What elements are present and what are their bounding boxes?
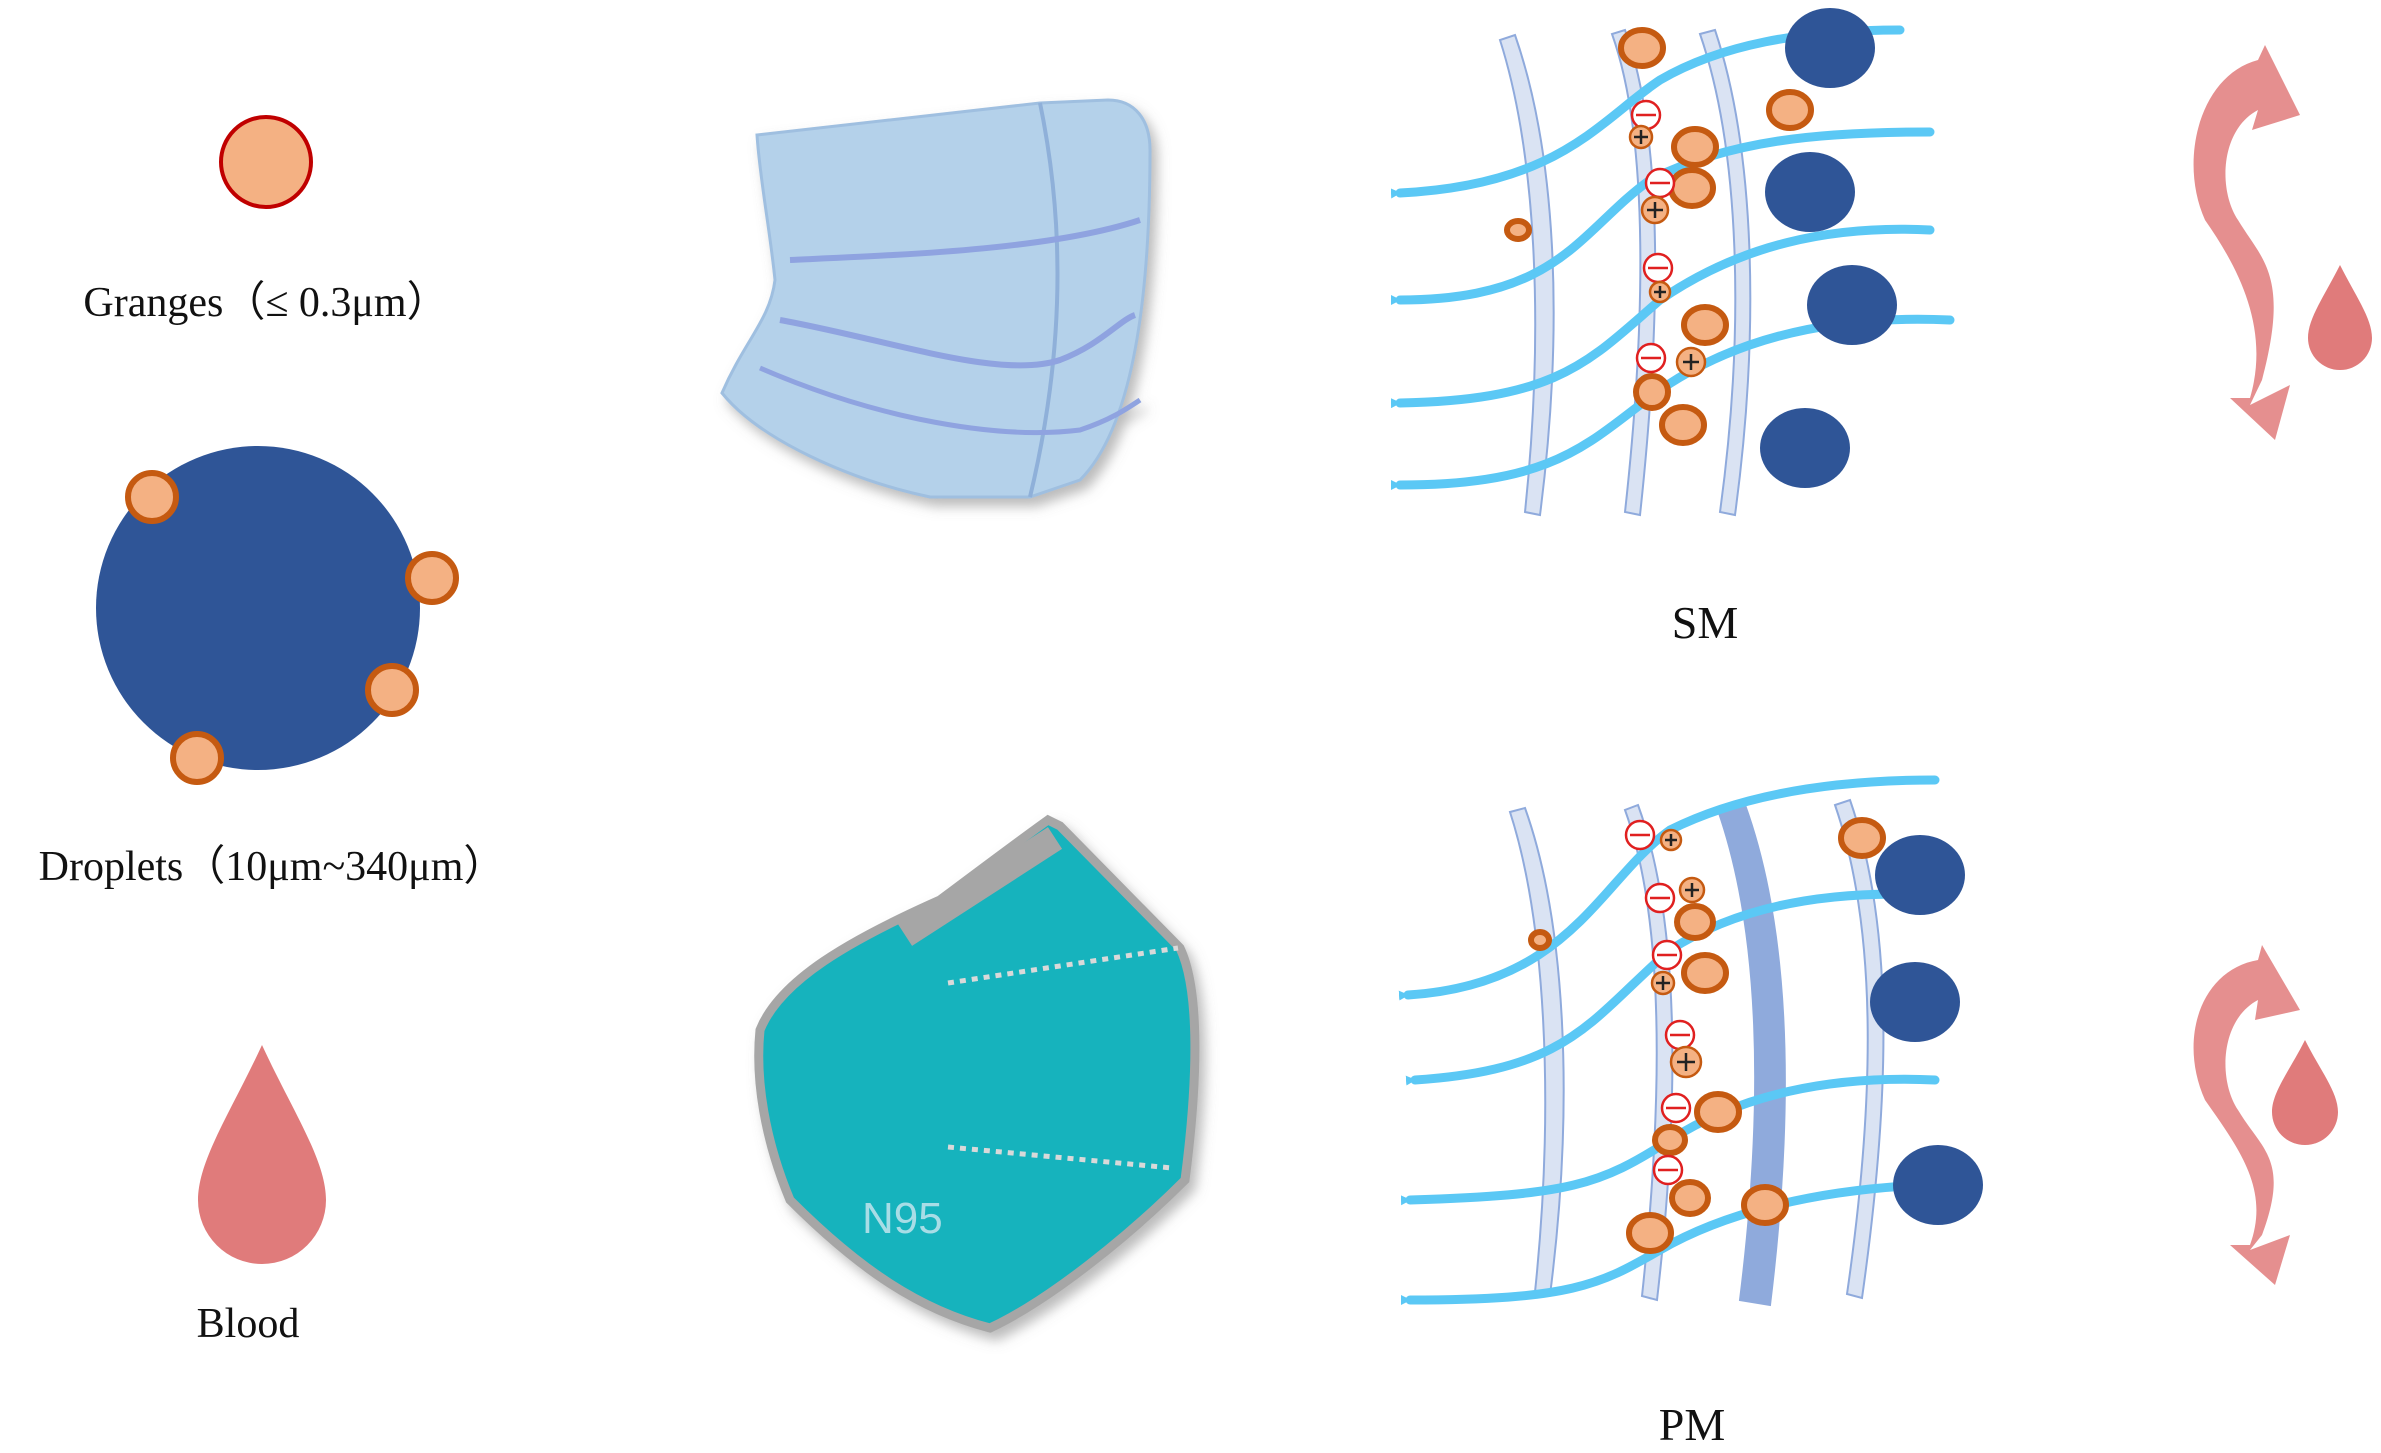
positive-charge-icon (1648, 280, 1672, 304)
granule (1741, 1184, 1789, 1226)
granule (1681, 952, 1729, 994)
droplet-legend-icon (96, 446, 459, 785)
surgical-mask-icon (720, 98, 1152, 499)
sm-filtration-diagram: SM (1390, 8, 1955, 648)
granule (1694, 1091, 1742, 1133)
granule (1528, 929, 1552, 951)
granges-label: Granges（≤ 0.3μm） (83, 280, 448, 326)
granule (1669, 1179, 1711, 1217)
granule (1618, 27, 1666, 69)
positive-charge-icon (1650, 970, 1676, 996)
positive-charge-icon (1628, 124, 1654, 150)
droplet (1785, 8, 1875, 88)
curved-arrow-icon (2193, 945, 2300, 1285)
granule (1668, 167, 1716, 209)
droplet (1875, 835, 1965, 915)
positive-charge-icon (1640, 195, 1670, 225)
granule (1674, 903, 1716, 941)
pm-label: PM (1659, 1399, 1725, 1450)
fiber-layer (1833, 798, 1885, 1300)
droplet (1870, 962, 1960, 1042)
n95-mask-icon: N95 (754, 814, 1200, 1333)
droplet (1765, 152, 1855, 232)
positive-charge-icon (1669, 1045, 1703, 1079)
negative-charge-icon (1630, 99, 1662, 131)
granule (1838, 817, 1886, 859)
airflow-arrow (1390, 314, 1955, 491)
negative-charge-icon (1642, 252, 1674, 284)
n95-imprint: N95 (862, 1194, 943, 1243)
curved-arrow-icon (2193, 45, 2300, 440)
granule (1766, 89, 1814, 131)
blood-drop-icon (198, 1045, 326, 1264)
blood-drop-icon (2272, 1040, 2338, 1145)
pm-filtration-diagram: PM (1398, 775, 1983, 1450)
positive-charge-icon (1675, 346, 1707, 378)
granule (1659, 404, 1707, 446)
droplet (1760, 408, 1850, 488)
droplet (1893, 1145, 1983, 1225)
negative-charge-icon (1624, 819, 1656, 851)
negative-charge-icon (1664, 1019, 1696, 1051)
granule-legend-icon (219, 115, 313, 209)
positive-charge-icon (1678, 876, 1706, 904)
granule (1626, 1212, 1674, 1254)
granule (1504, 218, 1532, 242)
negative-charge-icon (1644, 882, 1676, 914)
granule (1681, 304, 1729, 346)
granule (1652, 1124, 1688, 1156)
positive-charge-icon (1659, 828, 1683, 852)
droplets-label: Droplets（10μm~340μm） (39, 844, 506, 890)
negative-charge-icon (1652, 1154, 1684, 1186)
granule (1671, 126, 1719, 168)
blood-label: Blood (197, 1301, 300, 1347)
blood-drop-icon (2308, 265, 2372, 370)
negative-charge-icon (1660, 1092, 1692, 1124)
negative-charge-icon (1644, 167, 1676, 199)
granule (1633, 373, 1671, 411)
negative-charge-icon (1651, 939, 1683, 971)
blood-repel-icon (2193, 45, 2372, 440)
sm-label: SM (1672, 597, 1738, 648)
blood-repel-icon (2193, 945, 2338, 1285)
legend: Granges（≤ 0.3μm） Droplets（10μm~340μm） Bl… (39, 115, 506, 1347)
droplet (1807, 265, 1897, 345)
negative-charge-icon (1635, 342, 1667, 374)
dense-fiber-layer (1716, 803, 1786, 1307)
